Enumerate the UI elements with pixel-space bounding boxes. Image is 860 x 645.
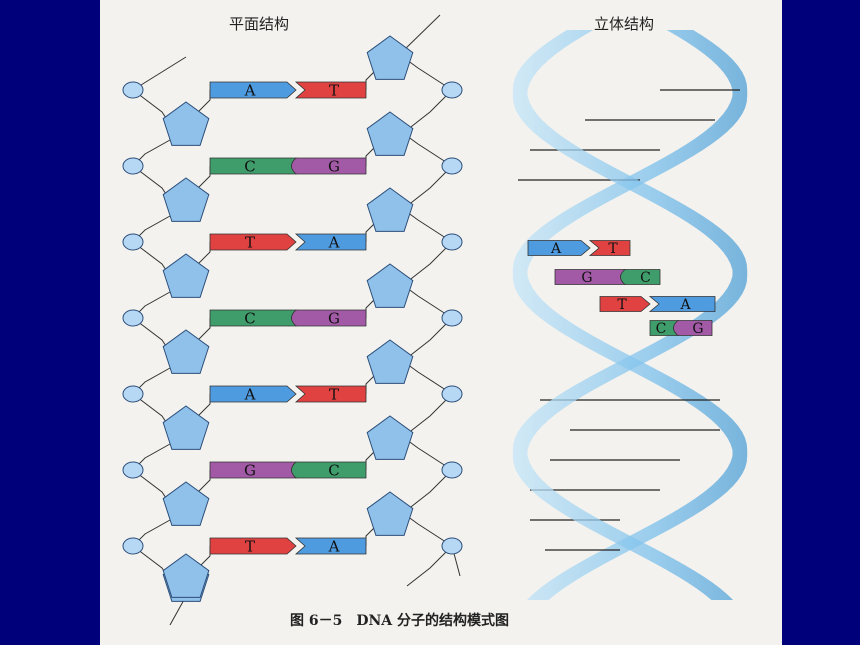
deoxyribose [162,329,210,374]
backbone-line [406,165,453,207]
phosphate [441,309,463,327]
deoxyribose [366,415,414,460]
base-letter: C [640,270,651,286]
base-letter: A [244,385,256,403]
backbone-line [401,14,441,53]
phosphate [441,461,463,479]
deoxyribose [366,187,414,232]
base-a [294,233,367,251]
phosphate [122,385,144,403]
base-a [294,537,367,555]
deoxyribose [162,101,210,146]
backbone-line [169,597,186,626]
base-t [209,537,297,555]
base-t [599,296,651,312]
base-letter: C [244,157,255,175]
base-letter: T [245,233,255,251]
backbone-line [406,469,453,511]
helix-strand [512,30,748,600]
phosphate [441,81,463,99]
deoxyribose [366,35,414,80]
base-letter: C [328,461,339,479]
phosphate [122,157,144,175]
deoxyribose [162,177,210,222]
deoxyribose [162,553,210,598]
base-letter: G [244,461,256,479]
base-letter: T [329,385,339,403]
base-letter: A [328,537,340,555]
base-t [209,233,297,251]
base-letter: T [245,537,255,555]
figure-caption: 图 6－5 DNA 分子的结构模式图 [290,613,510,629]
backbone-line [406,363,453,395]
deoxyribose [366,491,414,536]
phosphate [122,81,144,99]
helix-strand [512,30,748,600]
base-letter: A [550,241,562,257]
deoxyribose [162,481,210,526]
deoxyribose [366,339,414,384]
base-letter: T [617,297,627,313]
backbone-line [406,211,453,243]
phosphate [441,537,463,555]
backbone-line [406,545,453,587]
backbone-line [406,317,453,359]
deoxyribose [162,405,210,450]
base-letter: T [608,241,618,257]
base-a [209,385,297,403]
base-a [209,81,297,99]
base-a [527,240,591,256]
base-letter: A [328,233,340,251]
base-letter: T [329,81,339,99]
backbone-line [406,287,453,319]
phosphate [122,537,144,555]
backbone-line [406,393,453,435]
base-letter: A [244,81,256,99]
phosphate [122,461,144,479]
base-g [291,157,367,175]
base-g [673,320,713,336]
base-t [588,240,631,256]
base-t [294,385,367,403]
deoxyribose [366,263,414,308]
backbone-line [406,59,453,91]
base-g [291,309,367,327]
phosphate [122,233,144,251]
base-c [620,269,661,285]
double-helix [512,30,748,600]
base-letter: C [244,309,255,327]
backbone-line [406,89,453,131]
planar-structure [122,14,463,626]
base-letter: G [581,270,592,286]
base-letter: C [656,321,667,337]
backbone-line [406,515,453,547]
stereo-structure-title: 立体结构 [594,15,655,33]
backbone-line [132,56,187,91]
planar-structure-title: 平面结构 [229,15,290,33]
base-t [294,81,367,99]
base-letter: G [692,321,703,337]
phosphate [441,157,463,175]
base-c [291,461,367,479]
phosphate [441,233,463,251]
base-letter: G [328,309,340,327]
deoxyribose [366,111,414,156]
base-letter: G [328,157,340,175]
deoxyribose [162,253,210,298]
backbone-line [406,135,453,167]
base-letter: A [679,297,691,313]
phosphate [122,309,144,327]
backbone-line [406,439,453,471]
backbone-line [406,241,453,283]
phosphate [441,385,463,403]
base-a [648,296,716,312]
